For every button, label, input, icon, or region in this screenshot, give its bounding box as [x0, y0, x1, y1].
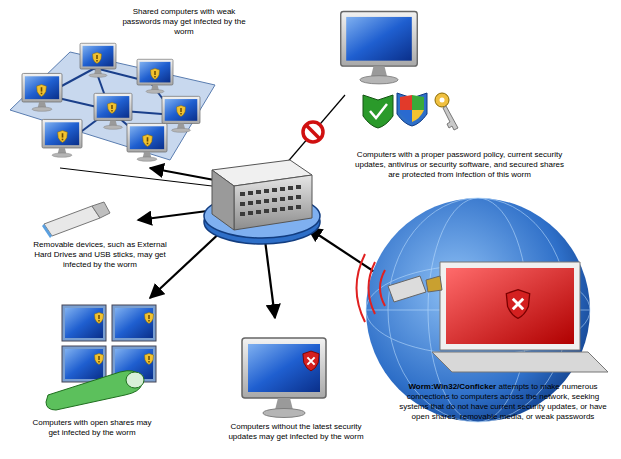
caption-text: Shared computers with weak passwords may…	[122, 7, 245, 36]
caption-updates: Computers without the latest security up…	[228, 422, 364, 442]
usb-stick	[42, 202, 110, 238]
caption-text: Computers with a proper password policy,…	[355, 150, 564, 179]
caption-text: Removable devices, such as External Hard…	[33, 240, 166, 269]
open-shares-computers	[46, 305, 156, 410]
caption-protected: Computers with a proper password policy,…	[352, 150, 567, 180]
shared-computers	[10, 43, 215, 161]
network-hub	[204, 160, 320, 244]
unpatched-computer	[242, 338, 326, 418]
caption-removable: Removable devices, such as External Hard…	[30, 240, 170, 270]
caption-worm: Worm:Win32/Conficker attempts to make nu…	[398, 382, 608, 422]
caption-shared: Shared computers with weak passwords may…	[118, 7, 250, 37]
caption-text: Computers without the latest security up…	[228, 422, 363, 441]
caption-open-shares: Computers with open shares may get infec…	[26, 418, 158, 438]
blocked-sign	[303, 122, 323, 142]
infected-computer	[357, 198, 609, 422]
caption-text: Computers with open shares may get infec…	[32, 418, 151, 437]
protected-computer	[341, 11, 458, 130]
worm-name: Worm:Win32/Conficker	[408, 382, 496, 391]
